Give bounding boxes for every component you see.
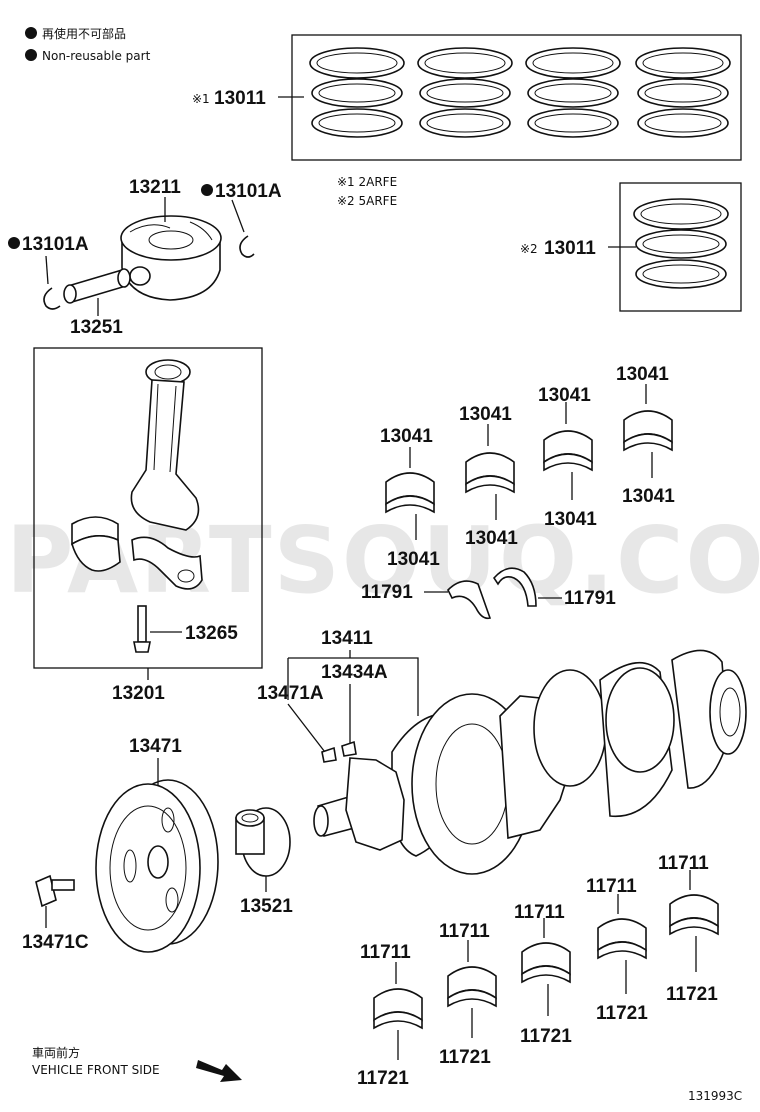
- label-conrod-bearing-g[interactable]: 13041: [616, 364, 669, 385]
- label-ring-set-1[interactable]: 13011: [214, 88, 266, 109]
- label-main-bearing-lower-3[interactable]: 11721: [520, 1026, 572, 1047]
- thrust-washer-right[interactable]: [492, 567, 537, 607]
- conrod-bearing-pair[interactable]: [71, 516, 121, 572]
- main-bearing-5[interactable]: [669, 894, 719, 936]
- label-conrod-assy[interactable]: 13201: [112, 683, 165, 704]
- label-conrod-bearing-d[interactable]: 13041: [465, 528, 518, 549]
- conrod-bearing-2[interactable]: [465, 452, 515, 494]
- legend-jp: 再使用不可部品: [42, 26, 126, 41]
- mark-1: ※1: [192, 92, 210, 106]
- main-bearing-4[interactable]: [597, 918, 647, 960]
- thrust-washer-left[interactable]: [447, 580, 492, 620]
- timing-gear[interactable]: [235, 807, 291, 877]
- piston-ring-set-2[interactable]: [633, 198, 729, 289]
- piston-ring-set-1[interactable]: [309, 47, 731, 138]
- label-main-bearing-upper-1[interactable]: 11711: [360, 942, 411, 963]
- label-main-bearing-lower-1[interactable]: 11721: [357, 1068, 409, 1089]
- non-reusable-dot-icon: [201, 184, 213, 196]
- footnote-1: ※1 2ARFE: [337, 175, 397, 189]
- conrod-bearing-1[interactable]: [385, 472, 435, 514]
- crankshaft[interactable]: [313, 649, 747, 875]
- label-thrust-washer-right[interactable]: 11791: [564, 588, 616, 609]
- label-conrod-bearing-h[interactable]: 13041: [622, 486, 675, 507]
- label-main-bearing-lower-2[interactable]: 11721: [439, 1047, 491, 1068]
- label-conrod-bearing-f[interactable]: 13041: [544, 509, 597, 530]
- conrod-bearing-4[interactable]: [623, 410, 673, 452]
- snap-ring-left[interactable]: [43, 287, 61, 310]
- label-main-bearing-upper-2[interactable]: 11711: [439, 921, 490, 942]
- label-key-a[interactable]: 13434A: [321, 662, 388, 683]
- label-snap-ring-left[interactable]: 13101A: [22, 234, 89, 255]
- label-conrod-bearing-b[interactable]: 13041: [387, 549, 440, 570]
- label-main-bearing-upper-3[interactable]: 11711: [514, 902, 565, 923]
- label-crankshaft[interactable]: 13411: [321, 628, 373, 649]
- label-key-b[interactable]: 13471A: [257, 683, 324, 704]
- label-conrod-bearing-c[interactable]: 13041: [459, 404, 512, 425]
- non-reusable-dot-icon: [8, 237, 20, 249]
- woodruff-key-2[interactable]: [341, 740, 357, 757]
- label-thrust-washer-left[interactable]: 11791: [361, 582, 413, 603]
- label-ring-set-2[interactable]: 13011: [544, 238, 596, 259]
- main-bearing-1[interactable]: [373, 988, 423, 1030]
- label-snap-ring-right[interactable]: 13101A: [215, 181, 282, 202]
- main-bearing-2[interactable]: [447, 966, 497, 1008]
- label-main-bearing-lower-5[interactable]: 11721: [666, 984, 718, 1005]
- direction-jp: 車両前方: [32, 1045, 80, 1060]
- mark-2: ※2: [520, 242, 538, 256]
- conrod-bearing-3[interactable]: [543, 430, 593, 472]
- connecting-rod[interactable]: [130, 359, 203, 590]
- label-main-bearing-lower-4[interactable]: 11721: [596, 1003, 648, 1024]
- diagram-code: 131993C: [688, 1089, 742, 1103]
- label-conrod-bearing-e[interactable]: 13041: [538, 385, 591, 406]
- footnote-2: ※2 5ARFE: [337, 194, 397, 208]
- label-conrod-bolt[interactable]: 13265: [185, 623, 238, 644]
- direction-en: VEHICLE FRONT SIDE: [32, 1063, 160, 1077]
- main-bearing-3[interactable]: [521, 942, 571, 984]
- non-reusable-dot-icon: [25, 27, 37, 39]
- woodruff-key-1[interactable]: [321, 746, 337, 763]
- conrod-bolt[interactable]: [133, 605, 151, 653]
- non-reusable-dot-icon: [25, 49, 37, 61]
- snap-ring-right[interactable]: [239, 235, 255, 258]
- piston-pin[interactable]: [63, 268, 131, 304]
- label-pulley[interactable]: 13471: [129, 736, 182, 757]
- pulley-bolt[interactable]: [35, 874, 75, 908]
- front-arrow-icon: [196, 1060, 242, 1082]
- label-conrod-bearing-a[interactable]: 13041: [380, 426, 433, 447]
- watermark: PARTSOUQ.COM: [6, 507, 760, 614]
- label-piston-pin[interactable]: 13251: [70, 317, 123, 338]
- label-main-bearing-upper-4[interactable]: 11711: [586, 876, 637, 897]
- label-timing-gear[interactable]: 13521: [240, 896, 293, 917]
- label-pulley-bolt[interactable]: 13471C: [22, 932, 89, 953]
- label-main-bearing-upper-5[interactable]: 11711: [658, 853, 709, 874]
- crank-pulley[interactable]: [95, 779, 219, 953]
- label-piston[interactable]: 13211: [129, 177, 181, 198]
- piston[interactable]: [120, 215, 222, 301]
- legend-en: Non-reusable part: [42, 49, 151, 63]
